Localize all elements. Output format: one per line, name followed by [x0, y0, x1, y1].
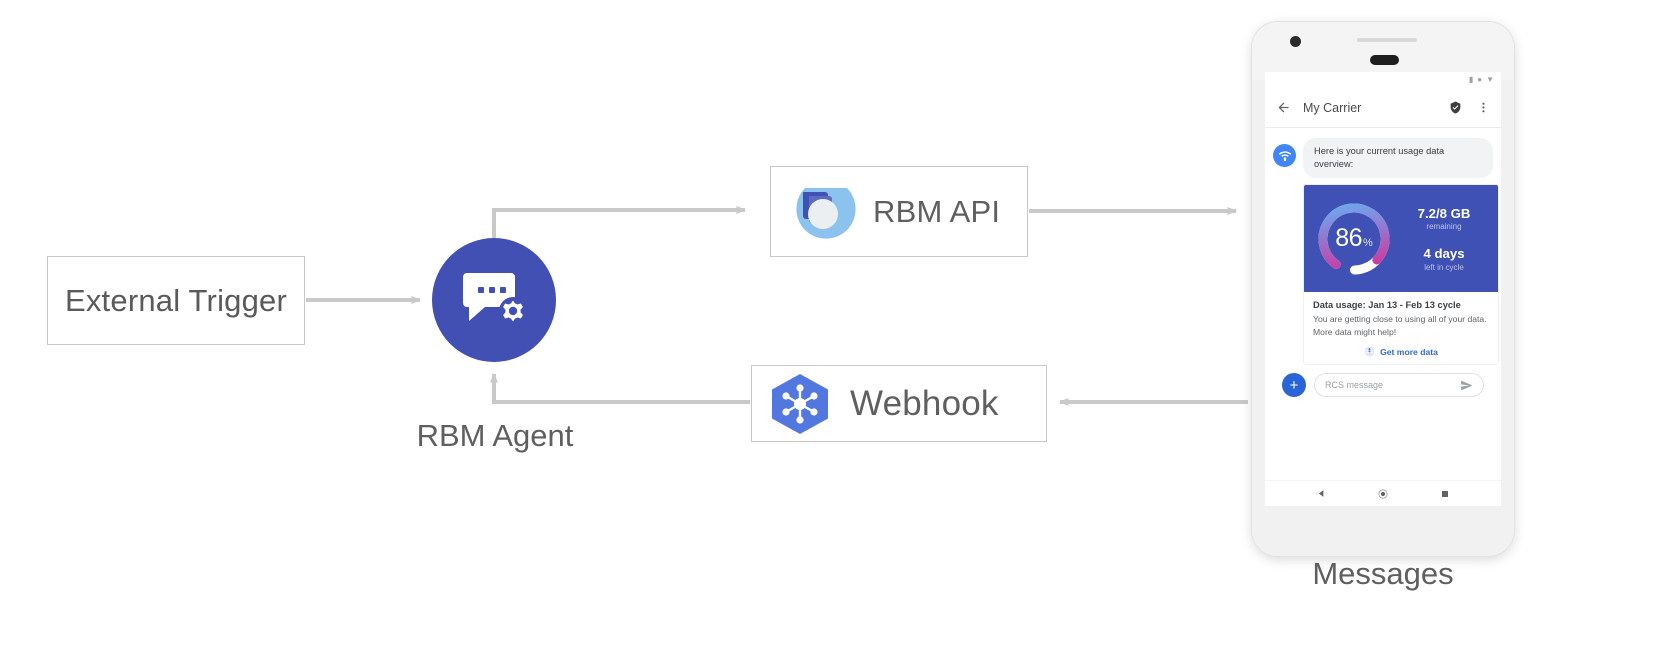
nav-home-icon[interactable]: [1378, 488, 1389, 499]
phone-earpiece: [1370, 55, 1399, 65]
rbm-api-label: RBM API: [873, 193, 1001, 229]
usage-gauge: 86 %: [1312, 197, 1396, 281]
nav-back-icon[interactable]: [1317, 489, 1326, 498]
card-description-line2: More data might help!: [1313, 327, 1397, 338]
message-bubble: Here is your current usage data overview…: [1303, 138, 1493, 179]
app-bar: My Carrier: [1265, 88, 1501, 128]
send-icon[interactable]: [1460, 379, 1473, 392]
phone-caption: Messages: [1312, 556, 1454, 591]
external-trigger-node[interactable]: External Trigger: [47, 256, 305, 345]
battery-icon: ▼: [1486, 75, 1494, 84]
wifi-dot-icon: ●: [1477, 75, 1483, 84]
card-description: You are getting close to using all of yo…: [1313, 313, 1489, 339]
card-hero: 86 % 7.2/8 GB remaining 4 days left in c…: [1304, 185, 1498, 293]
webhook-hexagon-icon: [772, 373, 828, 434]
status-bar: ▮ ● ▼: [1265, 72, 1501, 88]
message-text: Here is your current usage data overview…: [1314, 146, 1445, 170]
phone-body: ▮ ● ▼ My Carrier: [1252, 22, 1514, 556]
nav-recents-icon[interactable]: [1441, 490, 1449, 498]
phone-screen: ▮ ● ▼ My Carrier: [1265, 72, 1501, 506]
message-thread: Here is your current usage data overview…: [1265, 128, 1501, 398]
arrow-webhook-to-agent: [490, 372, 750, 404]
bot-message-row: Here is your current usage data overview…: [1273, 138, 1493, 179]
webhook-label: Webhook: [850, 383, 999, 423]
arrow-agent-to-api: [492, 206, 747, 238]
phone-top-bezel: [1252, 22, 1514, 80]
card-hero-stats: 7.2/8 GB remaining 4 days left in cycle: [1396, 206, 1490, 271]
rcs-message-input[interactable]: RCS message: [1314, 373, 1484, 398]
get-more-data-label: Get more data: [1380, 346, 1438, 357]
android-nav-bar: [1265, 480, 1501, 506]
gauge-center-readout: 86 %: [1312, 197, 1396, 281]
phone-mockup: ▮ ● ▼ My Carrier: [1252, 22, 1514, 556]
days-left-value: 4 days: [1423, 246, 1465, 262]
phone-camera-icon: [1290, 36, 1301, 47]
gauge-ring-icon: [1318, 203, 1390, 275]
rbm-api-node[interactable]: RBM API: [770, 166, 1028, 257]
webhook-node[interactable]: Webhook: [751, 365, 1047, 442]
globe-icon: [1365, 347, 1375, 357]
rbm-agent-node[interactable]: [432, 238, 556, 362]
plus-icon[interactable]: +: [1282, 373, 1306, 398]
card-title: Data usage: Jan 13 - Feb 13 cycle: [1313, 300, 1461, 311]
gauge-percent-value: 86: [1335, 223, 1363, 252]
phone-speaker-grille: [1357, 38, 1417, 42]
overflow-menu-icon[interactable]: [1475, 100, 1491, 116]
verified-shield-icon[interactable]: [1447, 100, 1463, 116]
get-more-data-button[interactable]: Get more data: [1313, 346, 1489, 357]
rbm-agent-caption: RBM Agent: [416, 418, 574, 453]
external-trigger-label: External Trigger: [64, 282, 288, 318]
card-description-line1: You are getting close to using all of yo…: [1313, 314, 1487, 325]
data-remaining-label: remaining: [1426, 222, 1462, 232]
rbm-api-logo-icon: [796, 187, 856, 239]
days-left-label: left in cycle: [1424, 262, 1464, 272]
chat-gear-icon: [463, 273, 527, 325]
message-composer: + RCS message: [1273, 373, 1493, 398]
app-bar-title: My Carrier: [1303, 100, 1362, 115]
carrier-wifi-avatar-icon: [1273, 144, 1296, 167]
rcs-message-placeholder: RCS message: [1325, 380, 1384, 391]
rbm-agent-circle: [432, 238, 556, 362]
back-arrow-icon[interactable]: [1275, 100, 1291, 116]
card-body: Data usage: Jan 13 - Feb 13 cycle You ar…: [1304, 292, 1498, 364]
data-usage-rich-card[interactable]: 86 % 7.2/8 GB remaining 4 days left in c…: [1303, 184, 1499, 366]
data-remaining-value: 7.2/8 GB: [1417, 206, 1471, 222]
signal-icon: ▮: [1468, 75, 1474, 84]
gauge-percent-sign: %: [1363, 236, 1373, 249]
